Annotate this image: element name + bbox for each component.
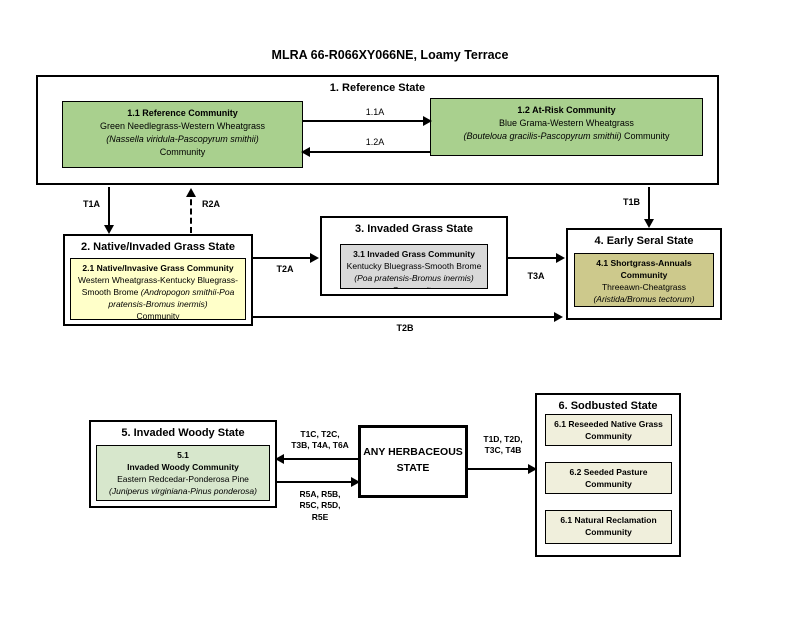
community-1-2-scientific: (Bouteloua gracilis-Pascopyrum smithii) — [463, 131, 622, 142]
label-1-1a: 1.1A — [365, 107, 385, 117]
community-6-1: 6.1 Reseeded Native Grass Community — [545, 414, 672, 446]
community-1-2: 1.2 At-Risk Community Blue Grama-Western… — [430, 98, 703, 156]
community-2-1-tail: Community — [136, 310, 180, 320]
label-to-sodbusted: T1D, T2D, T3C, T4B — [483, 434, 523, 456]
arrow-t2a — [253, 253, 319, 263]
community-1-1-common: Green Needlegrass-Western Wheatgrass — [100, 121, 265, 132]
state-6-title: 6. Sodbusted State — [558, 400, 658, 412]
community-5-1-num: 5.1 — [177, 450, 189, 460]
community-6-2: 6.2 Seeded Pasture Community — [545, 462, 672, 494]
label-t1b: T1B — [622, 197, 640, 207]
arrow-r2a — [186, 188, 196, 233]
community-6-3: 6.1 Natural Reclamation Community — [545, 510, 672, 544]
state-3-title: 3. Invaded Grass State — [355, 223, 473, 235]
community-3-1-common: Kentucky Bluegrass-Smooth Brome — [346, 260, 482, 271]
arrow-t1a — [104, 187, 114, 234]
community-1-1-title: 1.1 Reference Community — [127, 108, 238, 118]
community-4-1-common: Threeawn-Cheatgrass — [601, 281, 687, 292]
community-1-2-common: Blue Grama-Western Wheatgrass — [499, 118, 634, 129]
arrow-1-2a — [301, 147, 430, 157]
state-1-title: 1. Reference State — [329, 82, 426, 94]
community-4-1-tail: Community — [623, 306, 666, 307]
community-1-1: 1.1 Reference Community Green Needlegras… — [62, 101, 303, 168]
label-t2b: T2B — [396, 323, 414, 333]
community-5-1-tail: Community — [162, 498, 205, 500]
page-title: MLRA 66-R066XY066NE, Loamy Terrace — [271, 48, 509, 62]
arrow-t3a — [508, 253, 565, 263]
community-2-1-scientific: (Andropogon smithii-Poa pratensis-Bromus… — [108, 286, 235, 309]
community-1-2-line3: (Bouteloua gracilis-Pascopyrum smithii) … — [435, 130, 698, 143]
label-to-woody: T1C, T2C, T3B, T4A, T6A — [291, 429, 349, 451]
arrow-1-1a — [303, 116, 432, 126]
any-herbaceous-state-box: ANY HERBACEOUS STATE — [358, 425, 468, 498]
arrow-to-woody — [275, 454, 358, 464]
community-4-1-scientific: (Aristida/Bromus tectorum) — [593, 293, 695, 304]
arrow-t2b — [253, 312, 563, 322]
community-4-1: 4.1 Shortgrass-Annuals Community Threeaw… — [574, 253, 714, 307]
label-t3a: T3A — [527, 271, 545, 281]
community-3-1: 3.1 Invaded Grass Community Kentucky Blu… — [340, 244, 488, 289]
community-5-1-title: Invaded Woody Community — [127, 461, 239, 472]
community-3-1-title: 3.1 Invaded Grass Community — [353, 249, 475, 259]
community-3-1-tail: Community — [393, 285, 436, 288]
community-5-1-common: Eastern Redcedar-Ponderosa Pine — [117, 473, 249, 484]
community-2-1-common: Western Wheatgrass-Kentucky Bluegrass-Sm… — [78, 274, 238, 297]
community-1-1-tail: Community — [159, 147, 206, 158]
community-1-2-title: 1.2 At-Risk Community — [517, 105, 616, 115]
state-4-title: 4. Early Seral State — [594, 235, 694, 247]
arrow-t1b — [644, 187, 654, 228]
state-2-title: 2. Native/Invaded Grass State — [80, 241, 236, 253]
label-1-2a: 1.2A — [365, 137, 385, 147]
community-5-1-body: Eastern Redcedar-Ponderosa Pine (Juniper… — [100, 473, 266, 500]
community-1-1-scientific: (Nassella viridula-Pascopyrum smithii) — [106, 134, 259, 145]
community-4-1-body: Threeawn-Cheatgrass (Aristida/Bromus tec… — [578, 281, 710, 307]
state-5-title: 5. Invaded Woody State — [121, 427, 245, 439]
community-5-1: 5.1 Invaded Woody Community Eastern Redc… — [96, 445, 270, 501]
label-t1a: T1A — [82, 199, 100, 209]
community-3-1-body: Kentucky Bluegrass-Smooth Brome (Poa pra… — [344, 260, 484, 288]
community-3-1-scientific: (Poa pratensis-Bromus inermis) — [354, 272, 474, 283]
community-2-1-body: Western Wheatgrass-Kentucky Bluegrass-Sm… — [74, 275, 242, 311]
community-1-2-tail: Community — [621, 131, 670, 142]
community-5-1-scientific: (Juniperus virginiana-Pinus ponderosa) — [109, 485, 257, 496]
community-4-1-title: 4.1 Shortgrass-Annuals Community — [596, 258, 692, 280]
arrow-from-woody — [277, 477, 360, 487]
label-from-woody: R5A, R5B, R5C, R5D, R5E — [299, 489, 341, 522]
community-2-1-title: 2.1 Native/Invasive Grass Community — [82, 263, 234, 273]
community-2-1: 2.1 Native/Invasive Grass Community West… — [70, 258, 246, 320]
label-r2a: R2A — [202, 199, 221, 209]
arrow-to-sodbusted — [468, 464, 537, 474]
label-t2a: T2A — [276, 264, 294, 274]
